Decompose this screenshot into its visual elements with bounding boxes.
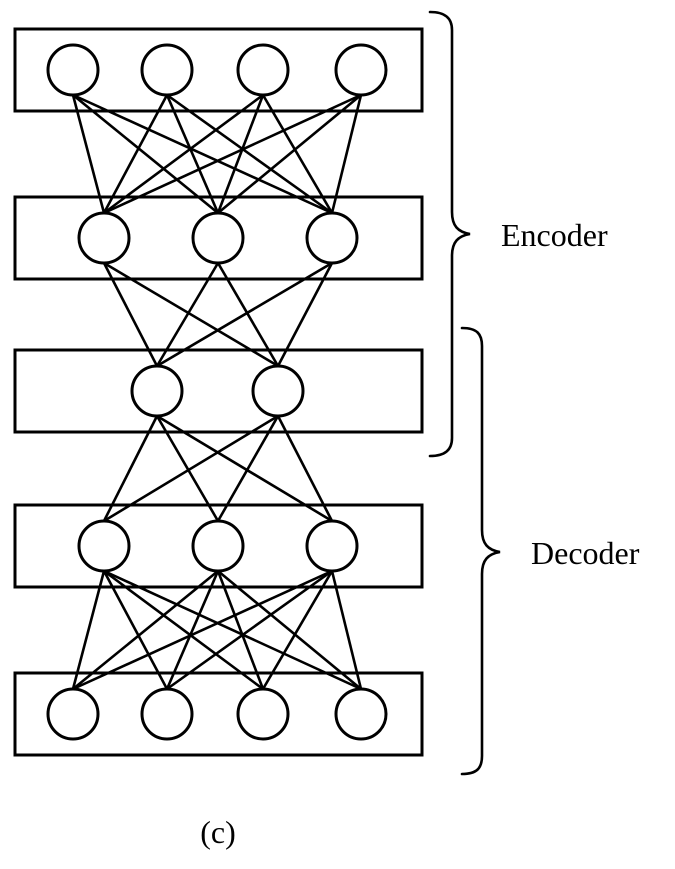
edge-l3n2-l4n3 xyxy=(330,570,363,690)
neuron-hidden-2-2 xyxy=(305,519,359,573)
edge-l0n2-l1n2 xyxy=(261,94,334,214)
neuron-hidden-2-1 xyxy=(191,519,245,573)
neuron-hidden-1-0 xyxy=(77,211,131,265)
neuron-input-1 xyxy=(140,43,194,97)
edge-l0n0-l1n1 xyxy=(72,93,219,215)
connections xyxy=(71,93,363,691)
neuron-input-2 xyxy=(236,43,290,97)
edge-l3n1-l4n0 xyxy=(72,569,219,691)
edge-l3n1-l4n1 xyxy=(165,570,220,690)
edge-l0n3-l1n2 xyxy=(330,94,363,214)
edge-l0n1-l1n1 xyxy=(165,94,220,214)
edge-l3n2-l4n2 xyxy=(261,570,334,690)
layer-box-hidden-2 xyxy=(13,503,424,589)
neuron-bottleneck-0 xyxy=(130,364,184,418)
edge-l3n0-l4n2 xyxy=(103,569,264,691)
edge-l0n2-l1n0 xyxy=(103,93,264,215)
decoder-label: Decoder xyxy=(531,535,640,571)
neuron-bottleneck-1 xyxy=(251,364,305,418)
edge-l0n1-l1n0 xyxy=(102,94,169,214)
layer-box-input xyxy=(13,27,424,113)
decoder-brace xyxy=(460,326,501,776)
figure-caption: (c) xyxy=(200,814,236,850)
encoder-brace xyxy=(428,10,471,458)
layer-box-output xyxy=(13,671,424,757)
edge-l3n1-l4n3 xyxy=(217,569,362,691)
neuron-output-2 xyxy=(236,687,290,741)
layer-boxes xyxy=(13,27,424,757)
neuron-input-3 xyxy=(334,43,388,97)
neuron-hidden-1-2 xyxy=(305,211,359,265)
neuron-hidden-2-0 xyxy=(77,519,131,573)
neurons xyxy=(46,43,388,741)
neuron-input-0 xyxy=(46,43,100,97)
edge-l3n0-l4n0 xyxy=(71,570,106,690)
neuron-output-3 xyxy=(334,687,388,741)
edge-l0n3-l1n0 xyxy=(103,93,362,215)
edge-l0n0-l1n0 xyxy=(71,94,106,214)
edge-l0n1-l1n2 xyxy=(166,93,333,215)
edge-l0n0-l1n2 xyxy=(72,93,333,215)
edge-l3n1-l4n2 xyxy=(216,570,265,690)
encoder-label: Encoder xyxy=(501,217,608,253)
edge-l3n2-l4n0 xyxy=(72,569,333,691)
layer-box-bottleneck xyxy=(13,348,424,434)
neuron-hidden-1-1 xyxy=(191,211,245,265)
edge-l3n2-l4n1 xyxy=(166,569,333,691)
layer-box-hidden-1 xyxy=(13,195,424,281)
edge-l0n3-l1n1 xyxy=(217,93,362,215)
edge-l0n2-l1n1 xyxy=(216,94,265,214)
edge-l3n0-l4n1 xyxy=(102,570,169,690)
neuron-output-1 xyxy=(140,687,194,741)
neuron-output-0 xyxy=(46,687,100,741)
edge-l3n0-l4n3 xyxy=(103,569,362,691)
